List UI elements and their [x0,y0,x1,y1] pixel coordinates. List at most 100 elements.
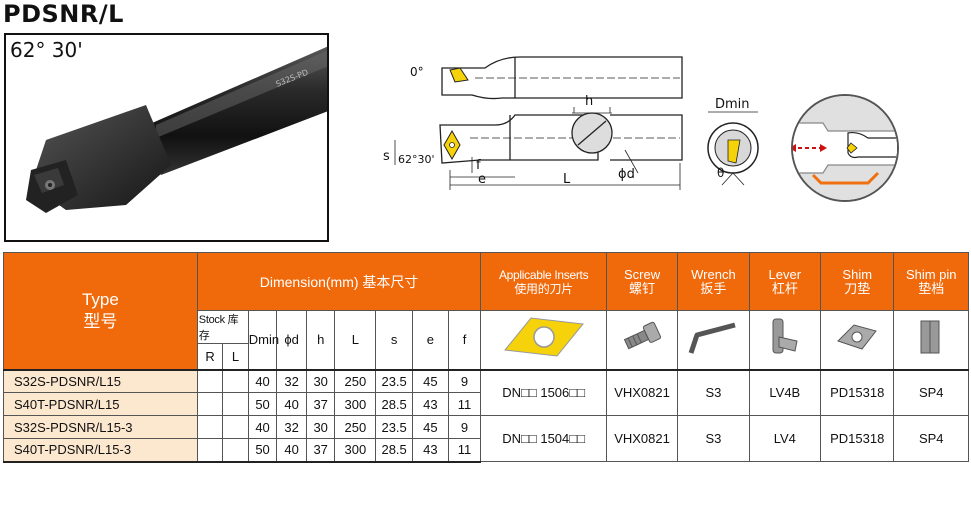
shim-icon [837,324,878,350]
type-header: Type 型号 [3,252,198,370]
label-theta: θ [717,166,724,180]
col-dmin: Dmin [247,310,279,370]
product-photo: S32S-PD 62° 30' [4,33,329,242]
insert-cell: DN□□ 1506□□ [480,368,607,416]
dmin-cell: 40 [247,415,278,439]
screw-icon-cell [605,310,679,370]
stock-r-cell [196,368,224,393]
stock-header: Stock 库存 [196,310,249,344]
e-cell: 43 [411,438,449,463]
lever-icon-cell [748,310,822,370]
type-cell: S40T-PDSNR/L15 [3,392,198,416]
col-stock-l: L [222,343,249,370]
table-row: S32S-PDSNR/L15 40 32 30 250 23.5 45 9 DN… [3,368,969,416]
bore-drawing [791,94,899,202]
insert-cell: DN□□ 1504□□ [480,415,607,462]
lever-icon [772,318,798,354]
lever-cell: LV4 [748,415,822,462]
h-cell: 37 [305,392,336,416]
L-cell: 300 [334,392,377,416]
L-cell: 300 [334,438,377,463]
label-zero-angle: 0° [410,65,424,79]
dmin-cell: 50 [247,438,278,463]
col-f: f [447,310,482,370]
d-cell: 32 [276,368,307,393]
s-cell: 23.5 [375,368,413,393]
angle-label: 62° 30' [10,38,83,62]
d-cell: 40 [276,438,307,463]
table-row: S40T-PDSNR/L15-3 50 40 37 300 28.5 43 11 [3,438,969,463]
L-cell: 250 [334,415,377,439]
shim-pin-icon-cell [893,310,969,370]
s-cell: 23.5 [375,415,413,439]
screw-cell: VHX0821 [605,415,679,462]
h-cell: 30 [305,415,336,439]
f-cell: 11 [447,392,482,416]
table-row: S32S-PDSNR/L15-3 40 32 30 250 23.5 45 9 … [3,415,969,462]
label-s: s [383,149,390,164]
lever-cell: LV4B [748,368,822,416]
e-cell: 43 [411,392,449,416]
shim-pin-cell: SP4 [893,415,969,462]
wrench-header: Wrench 扳手 [677,252,750,311]
f-cell: 9 [447,368,482,393]
page-title: PDSNR/L [3,0,124,28]
lever-header: Lever 杠杆 [748,252,822,311]
col-s: s [375,310,413,370]
d-cell: 32 [276,415,307,439]
stock-l-cell [222,415,249,439]
shim-cell: PD15318 [820,415,895,462]
col-L: L [334,310,377,370]
insert-icon-cell [480,310,607,370]
dimension-header: Dimension(mm) 基本尺寸 [196,252,482,311]
label-f: f [476,158,481,173]
d-cell: 40 [276,392,307,416]
screw-header: Screw 螺钉 [605,252,679,311]
h-cell: 37 [305,438,336,463]
f-cell: 11 [447,438,482,463]
s-cell: 28.5 [375,392,413,416]
col-e: e [411,310,449,370]
wrench-icon [689,322,737,355]
screw-icon [623,322,662,350]
dmin-cell: 40 [247,368,278,393]
s-cell: 28.5 [375,438,413,463]
type-cell: S32S-PDSNR/L15-3 [3,415,198,439]
stock-r-cell [196,438,224,463]
L-cell: 250 [334,368,377,393]
label-angle: 62°30' [398,153,435,166]
type-cell: S32S-PDSNR/L15 [3,368,198,393]
label-L: L [563,172,571,187]
wrench-cell: S3 [677,415,750,462]
stock-r-cell [196,415,224,439]
shim-pin-icon [920,320,940,354]
shim-pin-header: Shim pin 垫档 [893,252,969,311]
wrench-icon-cell [677,310,750,370]
shim-cell: PD15318 [820,368,895,416]
wrench-cell: S3 [677,368,750,416]
shim-icon-cell [820,310,895,370]
inserts-header: Applicable Inserts 使用的刀片 [480,252,607,311]
stock-l-cell [222,368,249,393]
stock-l-cell [222,438,249,463]
col-stock-r: R [196,343,224,370]
shim-pin-cell: SP4 [893,368,969,416]
h-cell: 30 [305,368,336,393]
dmin-cell: 50 [247,392,278,416]
spec-table: Type 型号 Dimension(mm) 基本尺寸 Applicable In… [3,252,969,463]
boring-bar-image: S32S-PD [26,46,327,213]
stock-r-cell [196,392,224,416]
stock-l-cell [222,392,249,416]
dmin-drawing: Dmin θ [707,97,759,186]
col-d: ϕd [276,310,307,370]
insert-icon [503,317,584,357]
technical-drawing: 0° h s 62°30' f e L ϕd [383,56,683,190]
shim-header: Shim 刀垫 [820,252,895,311]
label-e: e [478,172,486,187]
label-h: h [585,94,593,109]
f-cell: 9 [447,415,482,439]
screw-cell: VHX0821 [605,368,679,416]
label-d: ϕd [618,167,635,182]
col-h: h [305,310,336,370]
label-dmin: Dmin [715,97,750,112]
